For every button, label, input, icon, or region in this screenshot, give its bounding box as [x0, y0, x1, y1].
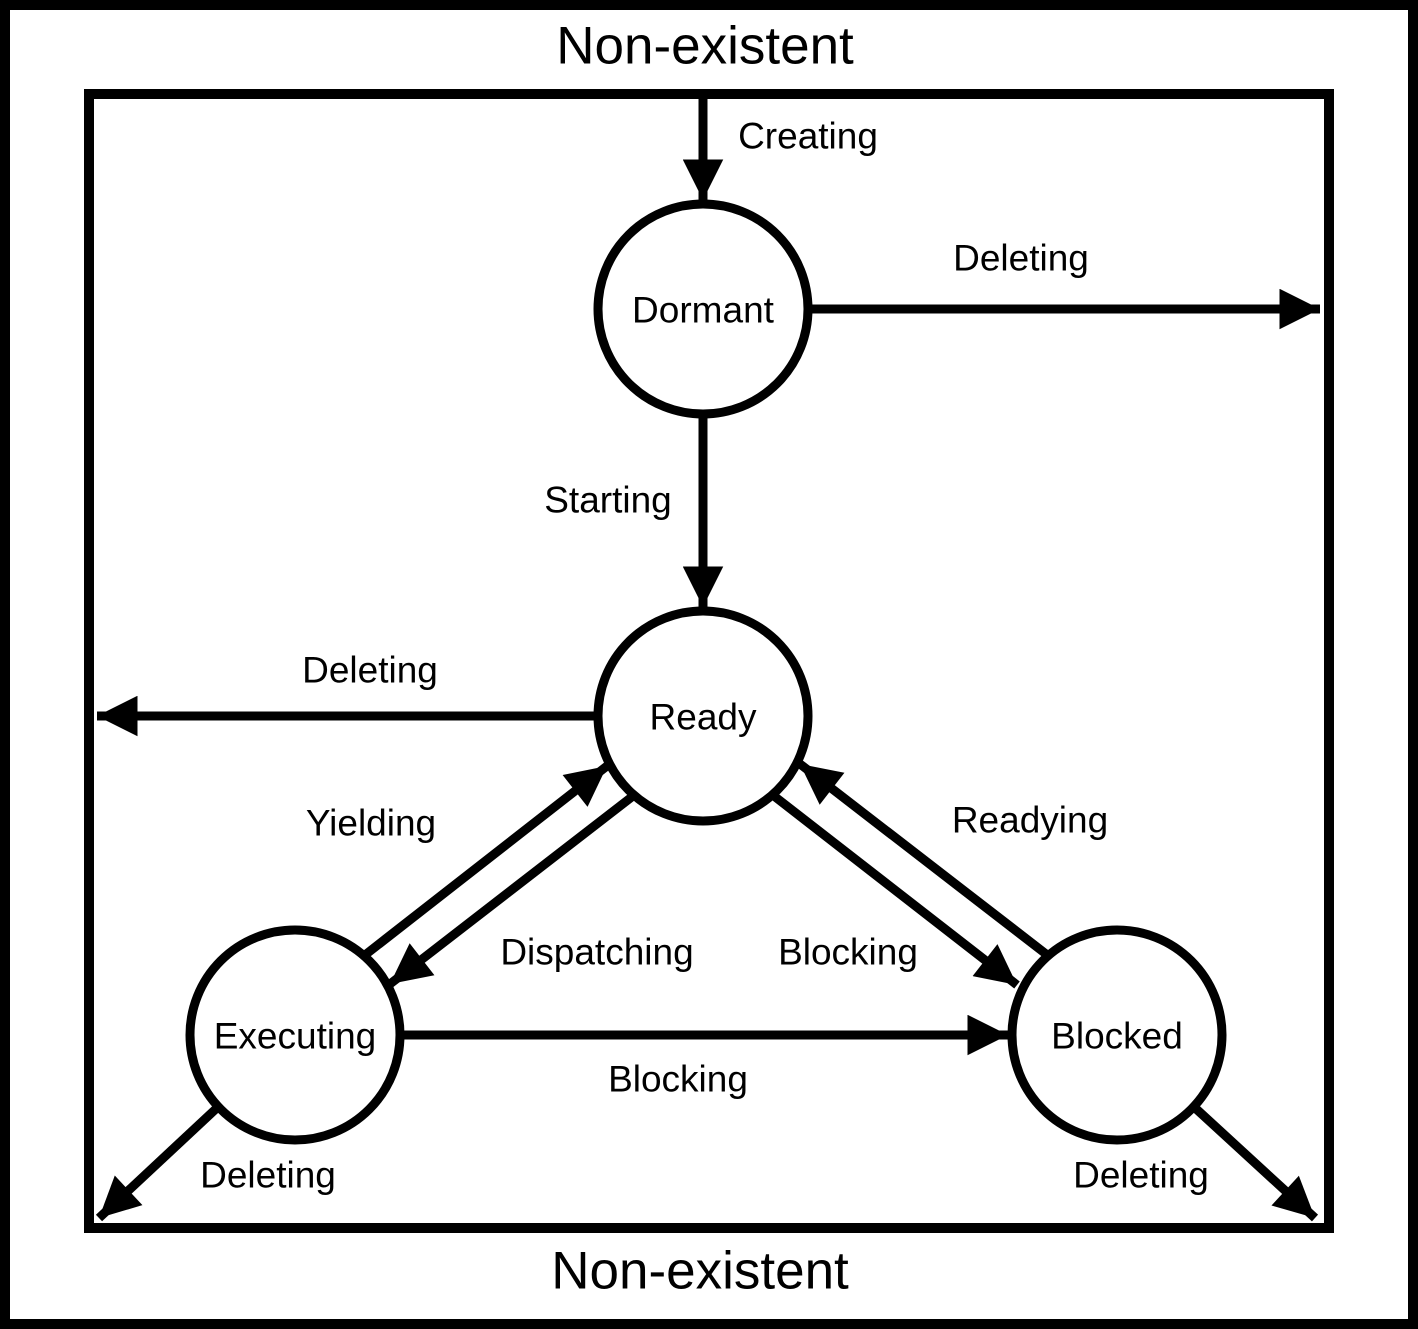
state-label-executing: Executing: [213, 1015, 377, 1057]
state-label-dormant: Dormant: [632, 289, 774, 331]
arrow-readying: [797, 760, 1049, 958]
transition-label-blocking-ready: Blocking: [778, 931, 918, 973]
state-circle-blocked: [1007, 925, 1227, 1145]
transition-label-deleting-executing: Deleting: [200, 1154, 336, 1196]
transition-label-starting: Starting: [544, 479, 672, 521]
transition-label-deleting-dormant: Deleting: [953, 237, 1089, 279]
arrow-deleting-executing: [95, 1102, 223, 1222]
arrow-deleting-blocked: [1189, 1102, 1319, 1222]
state-circle-dormant: [593, 199, 813, 419]
transition-label-readying: Readying: [951, 799, 1109, 841]
state-circle-executing: [185, 925, 405, 1145]
transition-label-dispatching: Dispatching: [500, 931, 694, 973]
state-label-ready: Ready: [649, 696, 757, 738]
transition-label-blocking-executing: Blocking: [608, 1058, 748, 1100]
arrow-blocking-ready: [771, 792, 1020, 989]
region-label-non-existent-top: Non-existent: [556, 16, 854, 76]
state-circle-ready: [593, 606, 813, 826]
transition-label-creating: Creating: [738, 115, 878, 157]
arrow-dispatching: [387, 792, 636, 988]
state-label-blocked: Blocked: [1051, 1015, 1183, 1057]
transition-label-deleting-ready: Deleting: [302, 649, 438, 691]
transition-label-deleting-blocked: Deleting: [1073, 1154, 1209, 1196]
inner-boundary: [84, 89, 1334, 1233]
arrow-yielding: [362, 762, 610, 959]
transition-label-yielding: Yielding: [305, 802, 437, 844]
region-label-non-existent-bottom: Non-existent: [551, 1241, 849, 1301]
